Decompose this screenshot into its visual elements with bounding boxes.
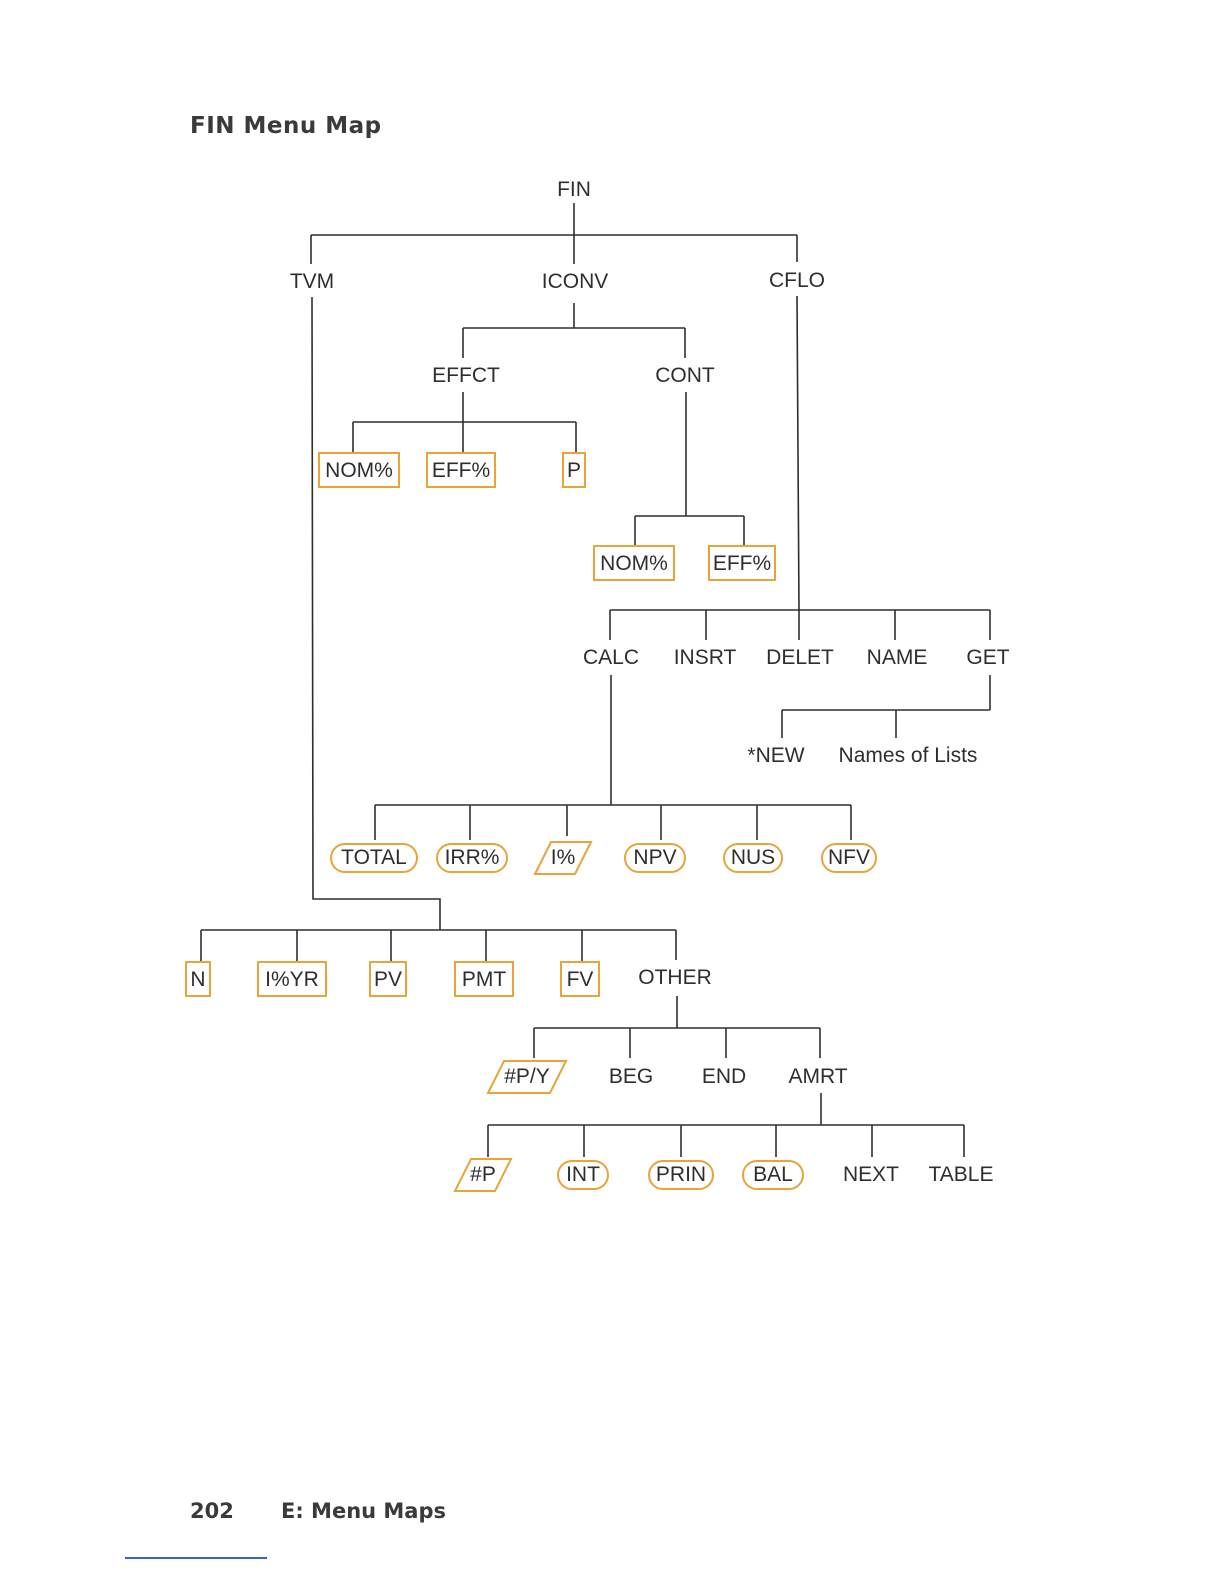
node-effct_p: P [567,459,581,482]
node-get: GET [966,646,1009,669]
node-cont_nom: NOM% [600,552,668,575]
footer-rule [125,1557,267,1559]
node-pv: PV [374,968,402,991]
node-cont: CONT [655,364,715,387]
node-tvm: TVM [290,270,334,293]
node-insrt: INSRT [674,646,737,669]
node-bal: BAL [753,1163,793,1186]
connector-line [312,297,440,930]
node-name: NAME [867,646,928,669]
node-delet: DELET [766,646,834,669]
section-title: E: Menu Maps [281,1499,446,1523]
node-other: OTHER [638,966,712,989]
node-effct: EFFCT [432,364,500,387]
node-next: NEXT [843,1163,899,1186]
node-ipyr: I%YR [265,968,319,991]
node-nfv: NFV [828,846,870,869]
node-n: N [190,968,205,991]
node-npv: NPV [633,846,676,869]
node-fv: FV [567,968,594,991]
node-pmt: PMT [462,968,507,991]
node-irr: IRR% [445,846,500,869]
node-nus: NUS [731,846,775,869]
node-cflo: CFLO [769,269,825,292]
node-prin: PRIN [656,1163,706,1186]
node-iconv: ICONV [542,270,609,293]
node-table: TABLE [929,1163,994,1186]
node-names_lists: Names of Lists [839,744,978,767]
connector-line [797,296,799,610]
node-fin: FIN [557,178,591,201]
node-ipct: I% [551,846,576,869]
node-calc: CALC [583,646,639,669]
node-cont_eff: EFF% [713,552,771,575]
connectors [201,203,990,1157]
page-number: 202 [190,1499,234,1523]
node-int: INT [566,1163,600,1186]
node-beg: BEG [609,1065,653,1088]
node-ppy: #P/Y [504,1065,550,1088]
node-amrt: AMRT [788,1065,847,1088]
node-total: TOTAL [341,846,407,869]
node-effct_nom: NOM% [325,459,393,482]
node-effct_eff: EFF% [432,459,490,482]
node-end: END [702,1065,746,1088]
node-new: *NEW [747,744,804,767]
node-pnum: #P [470,1163,496,1186]
